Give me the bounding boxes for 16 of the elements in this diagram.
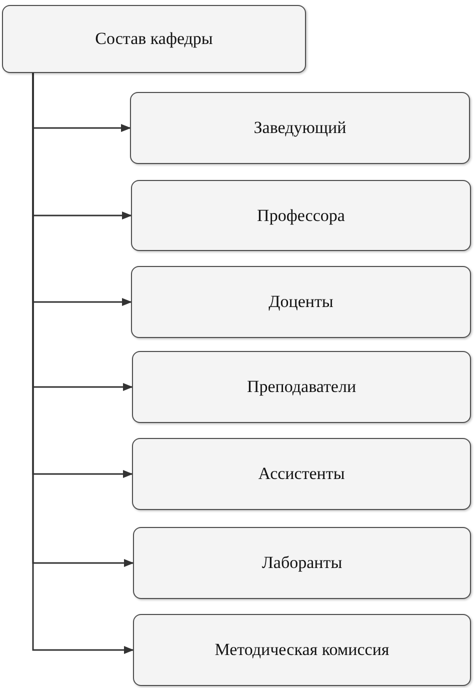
process-box bbox=[131, 266, 471, 338]
process-box bbox=[2, 5, 306, 73]
box-label: Заведующий bbox=[252, 118, 348, 138]
box-label: Лаборанты bbox=[260, 553, 344, 573]
box-label: Методическая комиссия bbox=[214, 640, 390, 660]
box-label: Доценты bbox=[268, 292, 334, 312]
box-label: Профессора bbox=[256, 206, 346, 226]
process-box bbox=[132, 438, 471, 510]
box-label: Ассистенты bbox=[257, 464, 346, 484]
process-box bbox=[132, 351, 471, 423]
box-label: Состав кафедры bbox=[94, 29, 214, 49]
process-box bbox=[133, 527, 471, 599]
process-box bbox=[133, 614, 471, 686]
process-box bbox=[131, 180, 471, 251]
box-label: Преподаватели bbox=[246, 377, 358, 397]
process-box bbox=[130, 92, 470, 164]
